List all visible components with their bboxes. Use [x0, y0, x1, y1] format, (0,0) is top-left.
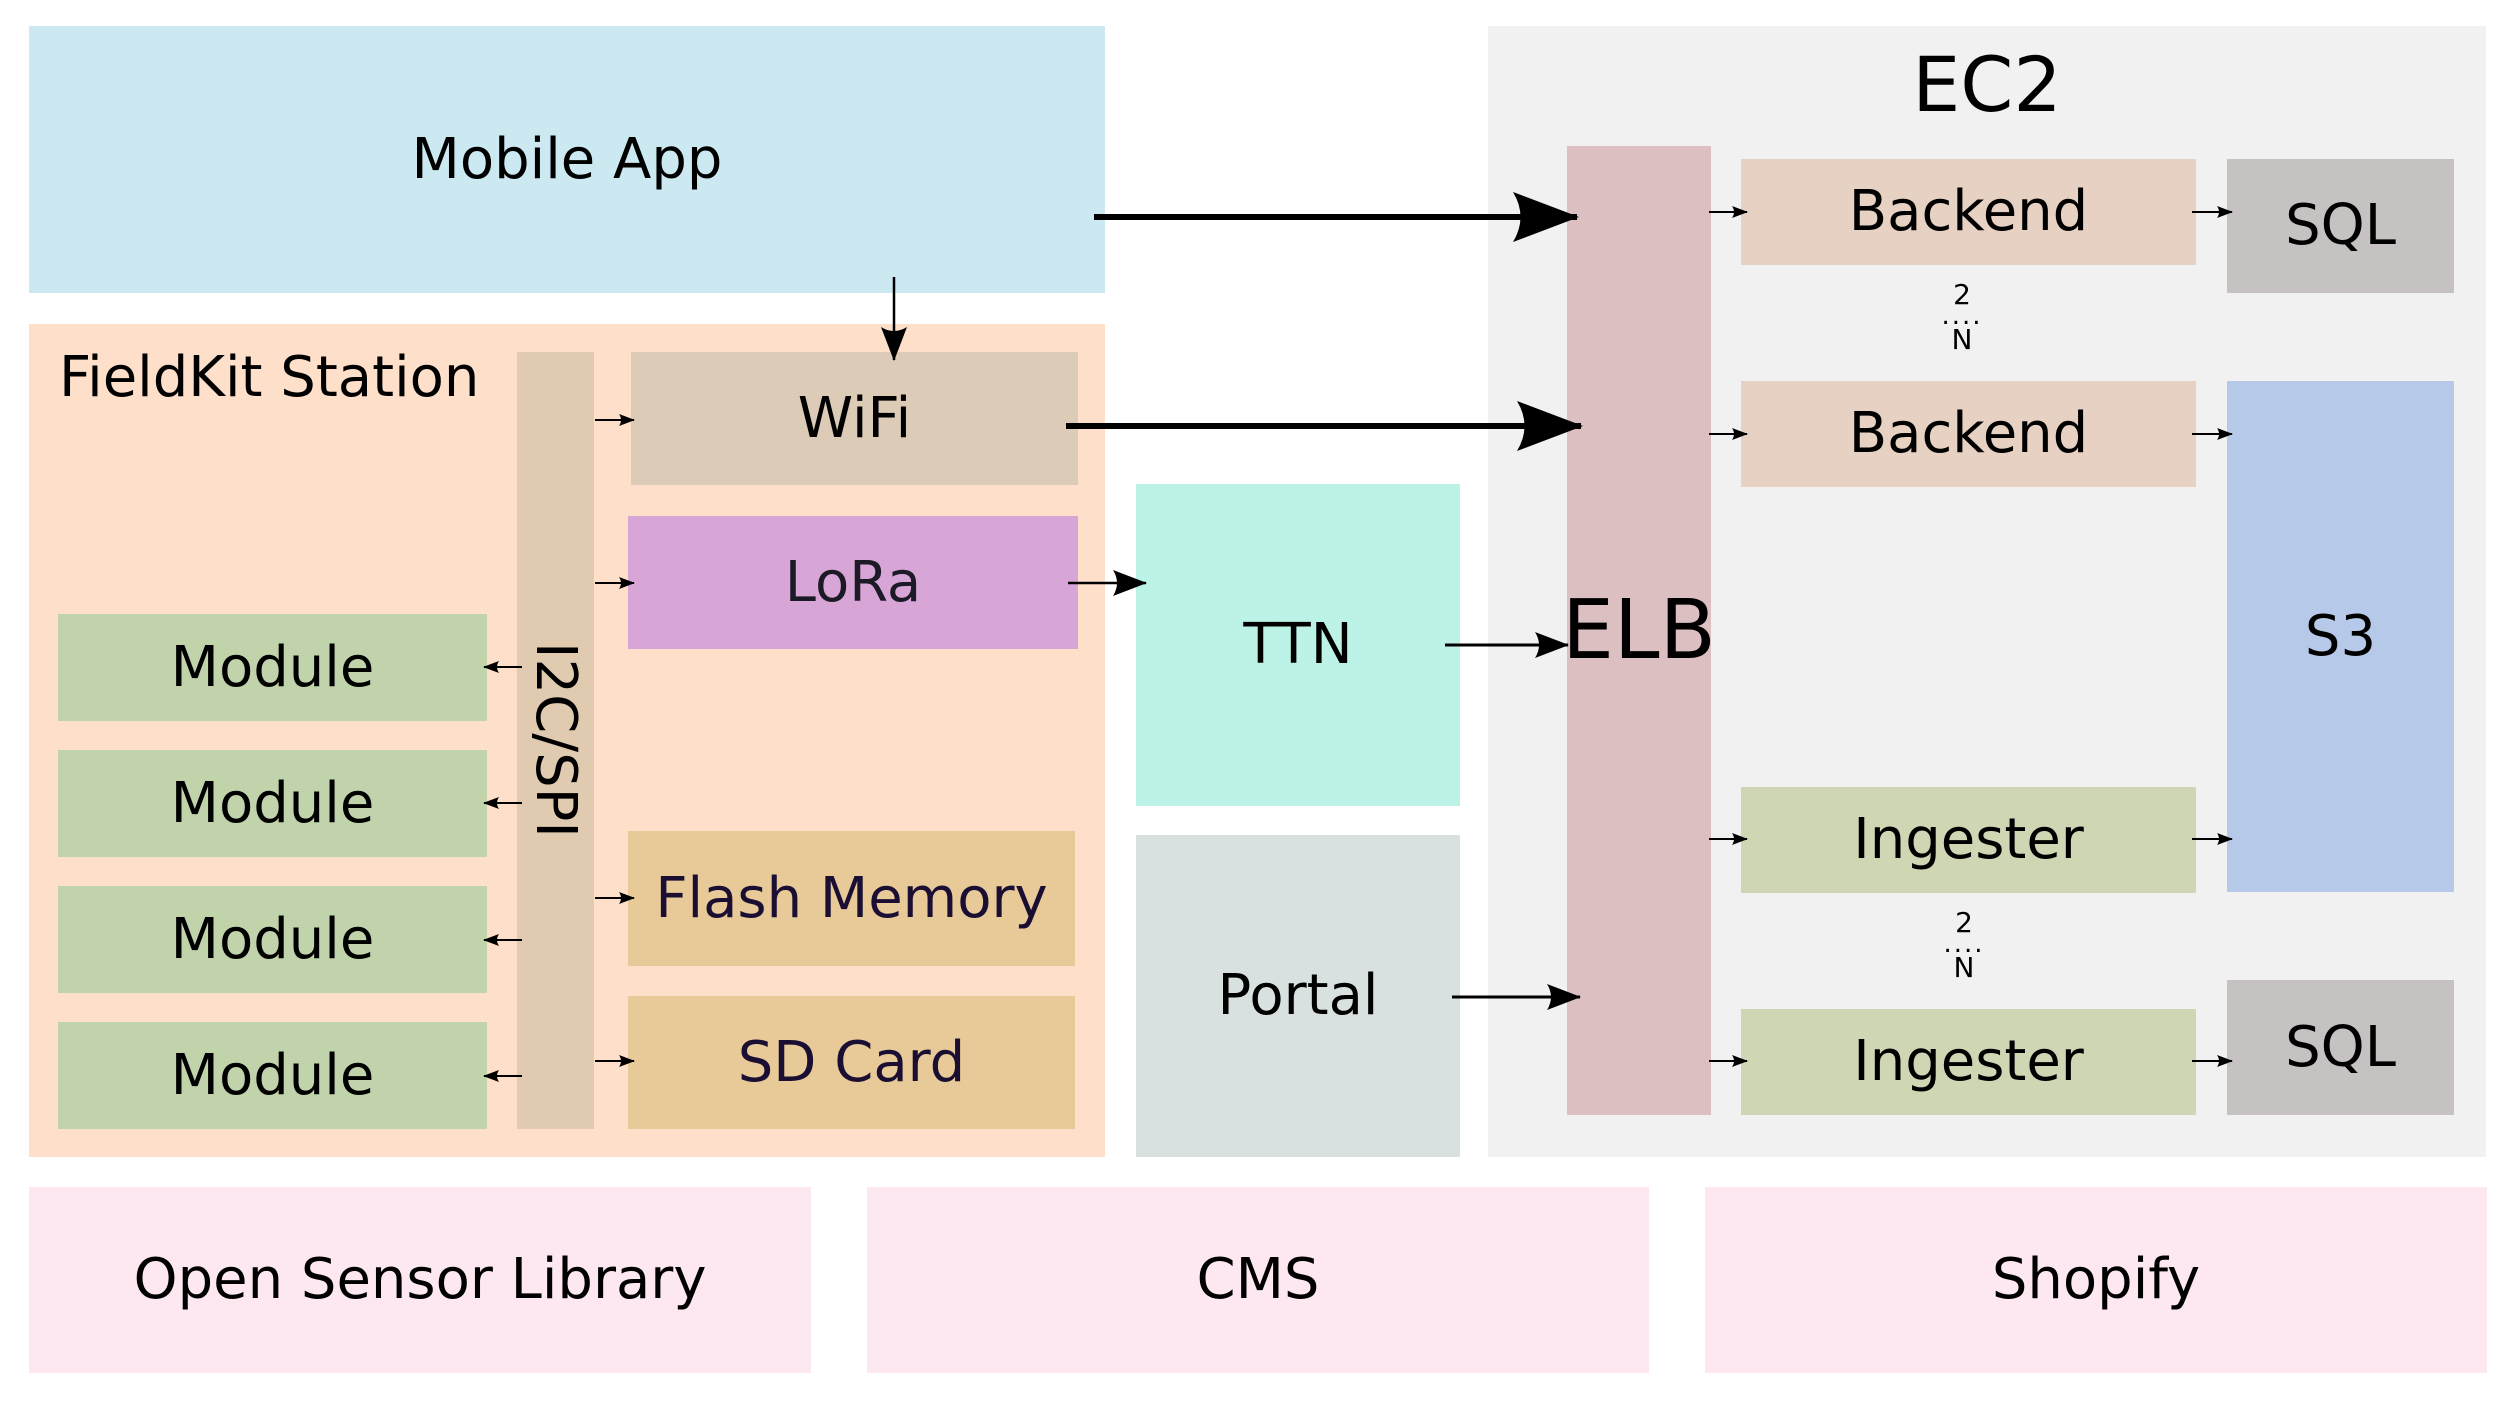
portal-label: Portal [1217, 963, 1379, 1028]
cms-label: CMS [1196, 1247, 1320, 1312]
fieldkit-station-title: FieldKit Station [59, 345, 480, 410]
module-label: Module [170, 1042, 375, 1108]
sql-label: SQL [2285, 193, 2396, 258]
sql-label: SQL [2285, 1014, 2396, 1080]
elb-box: ELB [1562, 146, 1716, 1115]
ec2-title: EC2 [1488, 40, 2486, 130]
flash-memory-box: Flash Memory [628, 831, 1075, 966]
ttn-label: TTN [1243, 612, 1353, 677]
ingester-replica-marker: 2 .... N [1934, 906, 1994, 984]
module-box: Module [58, 614, 487, 721]
module-box: Module [58, 886, 487, 993]
elb-label: ELB [1562, 582, 1716, 678]
backend-box: Backend [1741, 159, 2196, 265]
backend-label: Backend [1848, 401, 2089, 466]
replica-start: 2 [1955, 906, 1973, 939]
cms-box: CMS [867, 1187, 1649, 1373]
sd-card-box: SD Card [628, 996, 1075, 1129]
replica-end: N [1951, 322, 1973, 356]
mobile-app-box: Mobile App [29, 26, 1105, 293]
sql-box: SQL [2227, 159, 2454, 293]
s3-label: S3 [2304, 603, 2377, 669]
i2c-spi-label: I2C/SPI [523, 642, 588, 838]
module-label: Module [170, 770, 375, 836]
open-sensor-library-label: Open Sensor Library [133, 1247, 707, 1312]
s3-box: S3 [2227, 381, 2454, 892]
module-box: Module [58, 750, 487, 857]
open-sensor-library-box: Open Sensor Library [29, 1187, 811, 1373]
shopify-box: Shopify [1705, 1187, 2487, 1373]
ingester-box: Ingester [1741, 787, 2196, 893]
ingester-label: Ingester [1853, 1029, 2084, 1094]
ingester-label: Ingester [1853, 807, 2084, 872]
wifi-box: WiFi [631, 352, 1078, 485]
backend-label: Backend [1848, 179, 2089, 244]
sd-card-label: SD Card [737, 1029, 966, 1095]
wifi-label: WiFi [797, 385, 912, 451]
ttn-box: TTN [1136, 484, 1460, 806]
replica-end: N [1953, 950, 1975, 984]
sql-box: SQL [2227, 980, 2454, 1115]
portal-box: Portal [1136, 835, 1460, 1157]
backend-box: Backend [1741, 381, 2196, 487]
ec2-title-label: EC2 [1912, 40, 2062, 129]
mobile-app-label: Mobile App [411, 126, 723, 192]
shopify-label: Shopify [1991, 1247, 2201, 1312]
replica-dots: .... [1943, 929, 1985, 960]
replica-dots: .... [1941, 301, 1983, 332]
replica-start: 2 [1953, 278, 1971, 311]
ingester-box: Ingester [1741, 1009, 2196, 1115]
module-label: Module [170, 906, 375, 972]
module-box: Module [58, 1022, 487, 1129]
flash-memory-label: Flash Memory [655, 865, 1048, 931]
backend-replica-marker: 2 .... N [1932, 278, 1992, 356]
i2c-spi-bus: I2C/SPI [517, 352, 594, 1129]
module-label: Module [170, 634, 375, 700]
lora-label: LoRa [784, 549, 922, 615]
lora-box: LoRa [628, 516, 1078, 649]
